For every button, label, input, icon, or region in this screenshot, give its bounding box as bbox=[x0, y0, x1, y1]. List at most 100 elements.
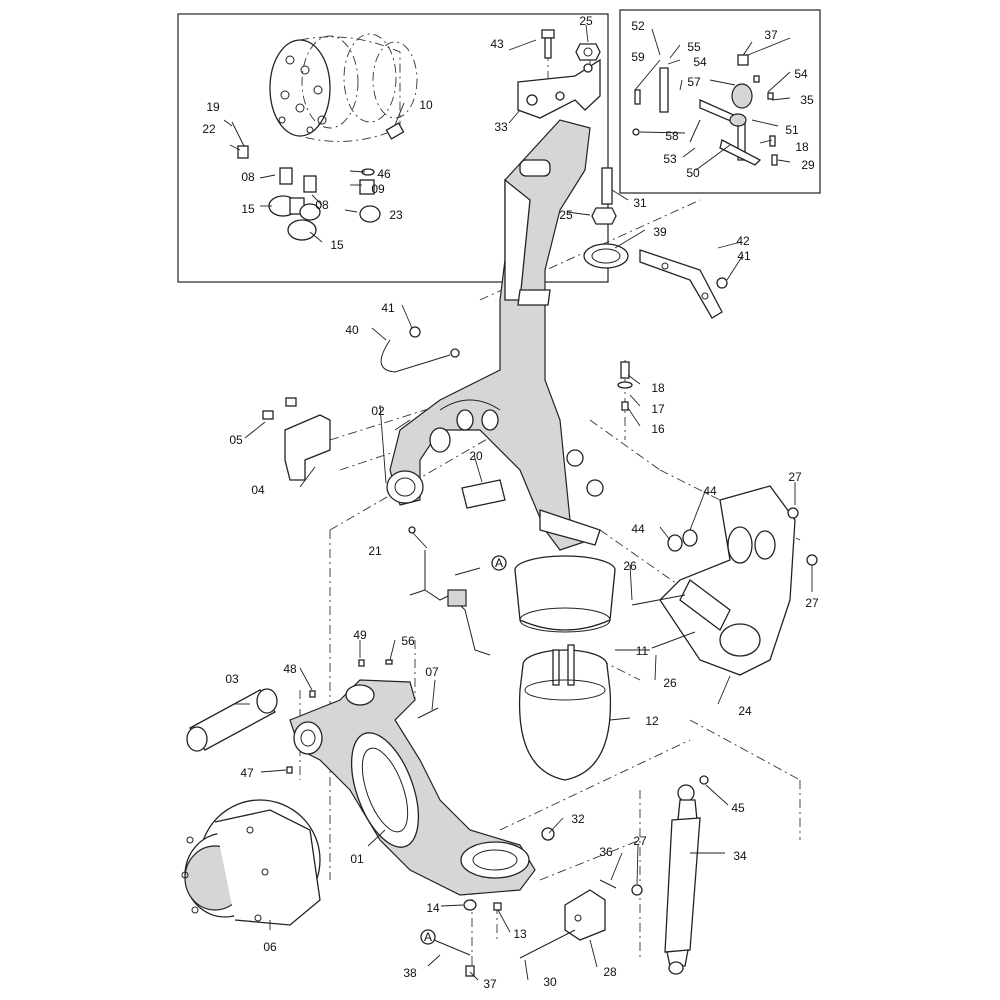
bracket-28 bbox=[564, 889, 606, 941]
hose-40 bbox=[380, 339, 451, 373]
callout-c08a: 08 bbox=[241, 170, 255, 184]
callout-c31: 31 bbox=[633, 196, 647, 210]
trailing-arm-01 bbox=[289, 679, 536, 896]
callout-c33: 33 bbox=[494, 120, 508, 134]
nut-25-top bbox=[575, 43, 601, 61]
callout-c25b: 25 bbox=[559, 208, 573, 222]
callout-c44a: 44 bbox=[631, 522, 645, 536]
callout-c22: 22 bbox=[202, 122, 216, 136]
bolts-05 bbox=[262, 397, 297, 420]
callout-c01: 01 bbox=[350, 852, 364, 866]
callout-c08b: 08 bbox=[315, 198, 329, 212]
callout-c24: 24 bbox=[738, 704, 752, 718]
callout-c11: 11 bbox=[636, 644, 649, 658]
callout-c30: 30 bbox=[543, 975, 557, 989]
nut-41-right bbox=[716, 277, 728, 289]
height-valve-inset bbox=[632, 41, 778, 166]
callout-c27a: 27 bbox=[788, 470, 802, 484]
nut-41-left bbox=[409, 326, 460, 358]
callout-c52: 52 bbox=[631, 19, 645, 33]
shock-absorber-34 bbox=[664, 775, 709, 975]
callout-c32: 32 bbox=[571, 812, 585, 826]
fitting-37-bottom bbox=[465, 965, 475, 977]
callout-c44b: 44 bbox=[703, 484, 717, 498]
callout-c54b: 54 bbox=[794, 67, 808, 81]
nut-25-mid bbox=[591, 207, 617, 225]
bracket-42 bbox=[639, 249, 723, 319]
height-control-inset-box bbox=[619, 9, 821, 194]
bolt-43 bbox=[541, 29, 555, 59]
callout-c38: 38 bbox=[403, 966, 417, 980]
connector-mark-a-2 bbox=[420, 929, 436, 945]
callout-c20: 20 bbox=[469, 449, 483, 463]
callout-c46: 46 bbox=[377, 167, 391, 181]
callout-c27c: 27 bbox=[633, 834, 647, 848]
connector-label-mA1: A bbox=[495, 556, 503, 570]
callout-c34: 34 bbox=[733, 849, 747, 863]
bolt-36 bbox=[599, 879, 617, 889]
bracket-04 bbox=[284, 414, 331, 481]
callout-c18a: 18 bbox=[651, 381, 665, 395]
callout-c15a: 15 bbox=[241, 202, 255, 216]
callout-c07: 07 bbox=[425, 665, 439, 679]
callout-c09: 09 bbox=[371, 182, 385, 196]
callout-c39: 39 bbox=[653, 225, 667, 239]
callout-c48: 48 bbox=[283, 662, 297, 676]
bushings-44 bbox=[667, 529, 698, 552]
callout-c13: 13 bbox=[513, 927, 527, 941]
nuts-27 bbox=[631, 507, 818, 896]
callout-c19: 19 bbox=[206, 100, 220, 114]
callout-c50: 50 bbox=[686, 166, 700, 180]
callout-c14: 14 bbox=[426, 901, 440, 915]
wheel-hub-06 bbox=[181, 799, 321, 926]
pin-31 bbox=[601, 167, 613, 205]
connector-label-mA2: A bbox=[424, 930, 432, 944]
height-valve-linkage bbox=[408, 526, 491, 656]
upper-bracket-33 bbox=[517, 58, 601, 119]
bolts-26 bbox=[631, 594, 696, 649]
callout-c40: 40 bbox=[345, 323, 359, 337]
callout-c42: 42 bbox=[736, 234, 750, 248]
bolt-07 bbox=[417, 707, 439, 719]
nut-14 bbox=[463, 899, 477, 911]
callout-c37b: 37 bbox=[483, 977, 497, 991]
callout-c04: 04 bbox=[251, 483, 265, 497]
callout-c26b: 26 bbox=[663, 676, 677, 690]
callout-c59: 59 bbox=[631, 50, 645, 64]
callout-c35: 35 bbox=[800, 93, 814, 107]
callout-c03: 03 bbox=[225, 672, 239, 686]
callout-c23: 23 bbox=[389, 208, 403, 222]
callout-c54a: 54 bbox=[693, 55, 707, 69]
sleeve-03 bbox=[186, 688, 278, 752]
pad-20 bbox=[461, 479, 506, 509]
connector-mark-a-1 bbox=[491, 555, 507, 571]
air-spring-bottom-12 bbox=[518, 644, 612, 781]
callout-c41b: 41 bbox=[737, 249, 751, 263]
callout-c18b: 18 bbox=[795, 140, 809, 154]
callout-c27b: 27 bbox=[805, 596, 819, 610]
callout-c49: 49 bbox=[353, 628, 367, 642]
bolt-stack-16-18 bbox=[617, 361, 633, 411]
ring-39 bbox=[583, 243, 629, 269]
callout-c17: 17 bbox=[651, 402, 665, 416]
hanger-plate-24 bbox=[659, 485, 796, 676]
leader-lines bbox=[223, 24, 813, 981]
callout-c55: 55 bbox=[687, 40, 701, 54]
upper-arm-02 bbox=[386, 119, 604, 551]
callout-c15b: 15 bbox=[330, 238, 344, 252]
callout-c58: 58 bbox=[665, 129, 679, 143]
callout-labels: 0102030405060708080910111213141515161718… bbox=[202, 14, 819, 991]
callout-c02: 02 bbox=[371, 404, 385, 418]
callout-c51: 51 bbox=[785, 123, 799, 137]
fittings-inset bbox=[231, 121, 405, 241]
callout-c41a: 41 bbox=[381, 301, 395, 315]
callout-c10: 10 bbox=[419, 98, 433, 112]
callout-c16: 16 bbox=[651, 422, 665, 436]
callout-c21: 21 bbox=[368, 544, 382, 558]
callout-c25a: 25 bbox=[579, 14, 593, 28]
callout-c05: 05 bbox=[229, 433, 243, 447]
bolt-30 bbox=[519, 929, 576, 959]
callout-c12: 12 bbox=[645, 714, 659, 728]
